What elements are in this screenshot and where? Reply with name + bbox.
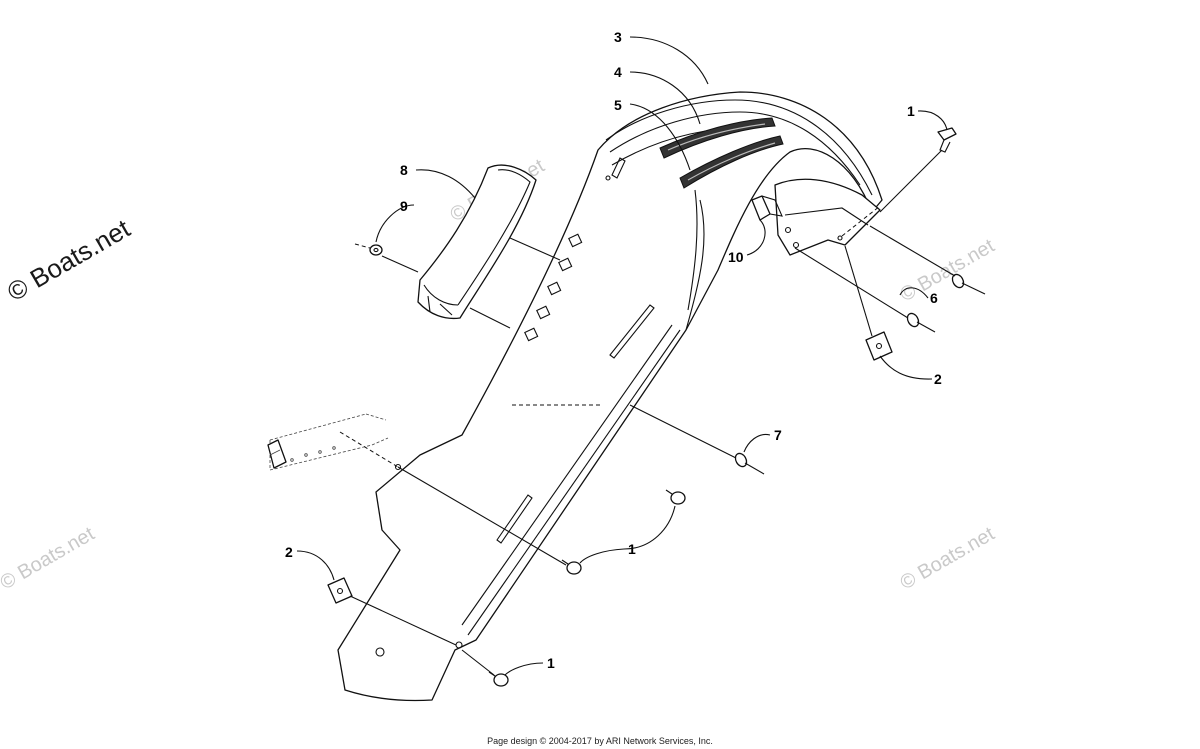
callout-4: 4	[614, 64, 622, 80]
speed-nut-part-2-right	[865, 331, 893, 361]
callout-2-left: 2	[285, 544, 293, 560]
screw-part-1-center-b	[561, 559, 582, 575]
grab-handle-part-8	[417, 164, 537, 320]
callout-9: 9	[400, 198, 408, 214]
rivet-part-6-a	[951, 273, 986, 295]
watermark-tile: © Boats.net	[0, 523, 99, 595]
watermark-main: © Boats.net	[2, 213, 136, 307]
rivet-part-7	[734, 452, 765, 475]
rear-fender-part-3	[337, 91, 883, 702]
callout-2-right: 2	[934, 371, 942, 387]
footer-copyright: Page design © 2004-2017 by ARI Network S…	[487, 736, 713, 746]
screw-part-1-upper	[937, 127, 957, 153]
assembly-lines	[339, 149, 956, 676]
callout-7: 7	[774, 427, 782, 443]
callout-10: 10	[728, 249, 744, 265]
callout-1-center: 1	[628, 541, 636, 557]
screw-part-1-center-a	[665, 489, 686, 505]
fender-inner-bracket	[774, 178, 881, 256]
decal-part-4	[659, 117, 776, 159]
watermark-tile: © Boats.net	[897, 235, 999, 307]
callout-5: 5	[614, 97, 622, 113]
callout-6: 6	[930, 290, 938, 306]
side-strip-part	[267, 413, 389, 471]
watermark-tile: © Boats.net	[897, 523, 999, 595]
leader-lines	[296, 36, 948, 676]
rivet-part-6-b	[906, 312, 936, 333]
callout-labels: 3 4 5 8 9 1 10 6 2 7 1 2 1	[285, 29, 942, 671]
callout-1-upper: 1	[907, 103, 915, 119]
decal-part-5	[679, 135, 784, 189]
callout-3: 3	[614, 29, 622, 45]
callout-8: 8	[400, 162, 408, 178]
clip-part-10	[751, 195, 783, 221]
fender-square-holes	[524, 233, 583, 342]
callout-1-lower: 1	[547, 655, 555, 671]
washer-part-9	[354, 243, 383, 256]
speed-nut-part-2-left	[327, 577, 353, 604]
